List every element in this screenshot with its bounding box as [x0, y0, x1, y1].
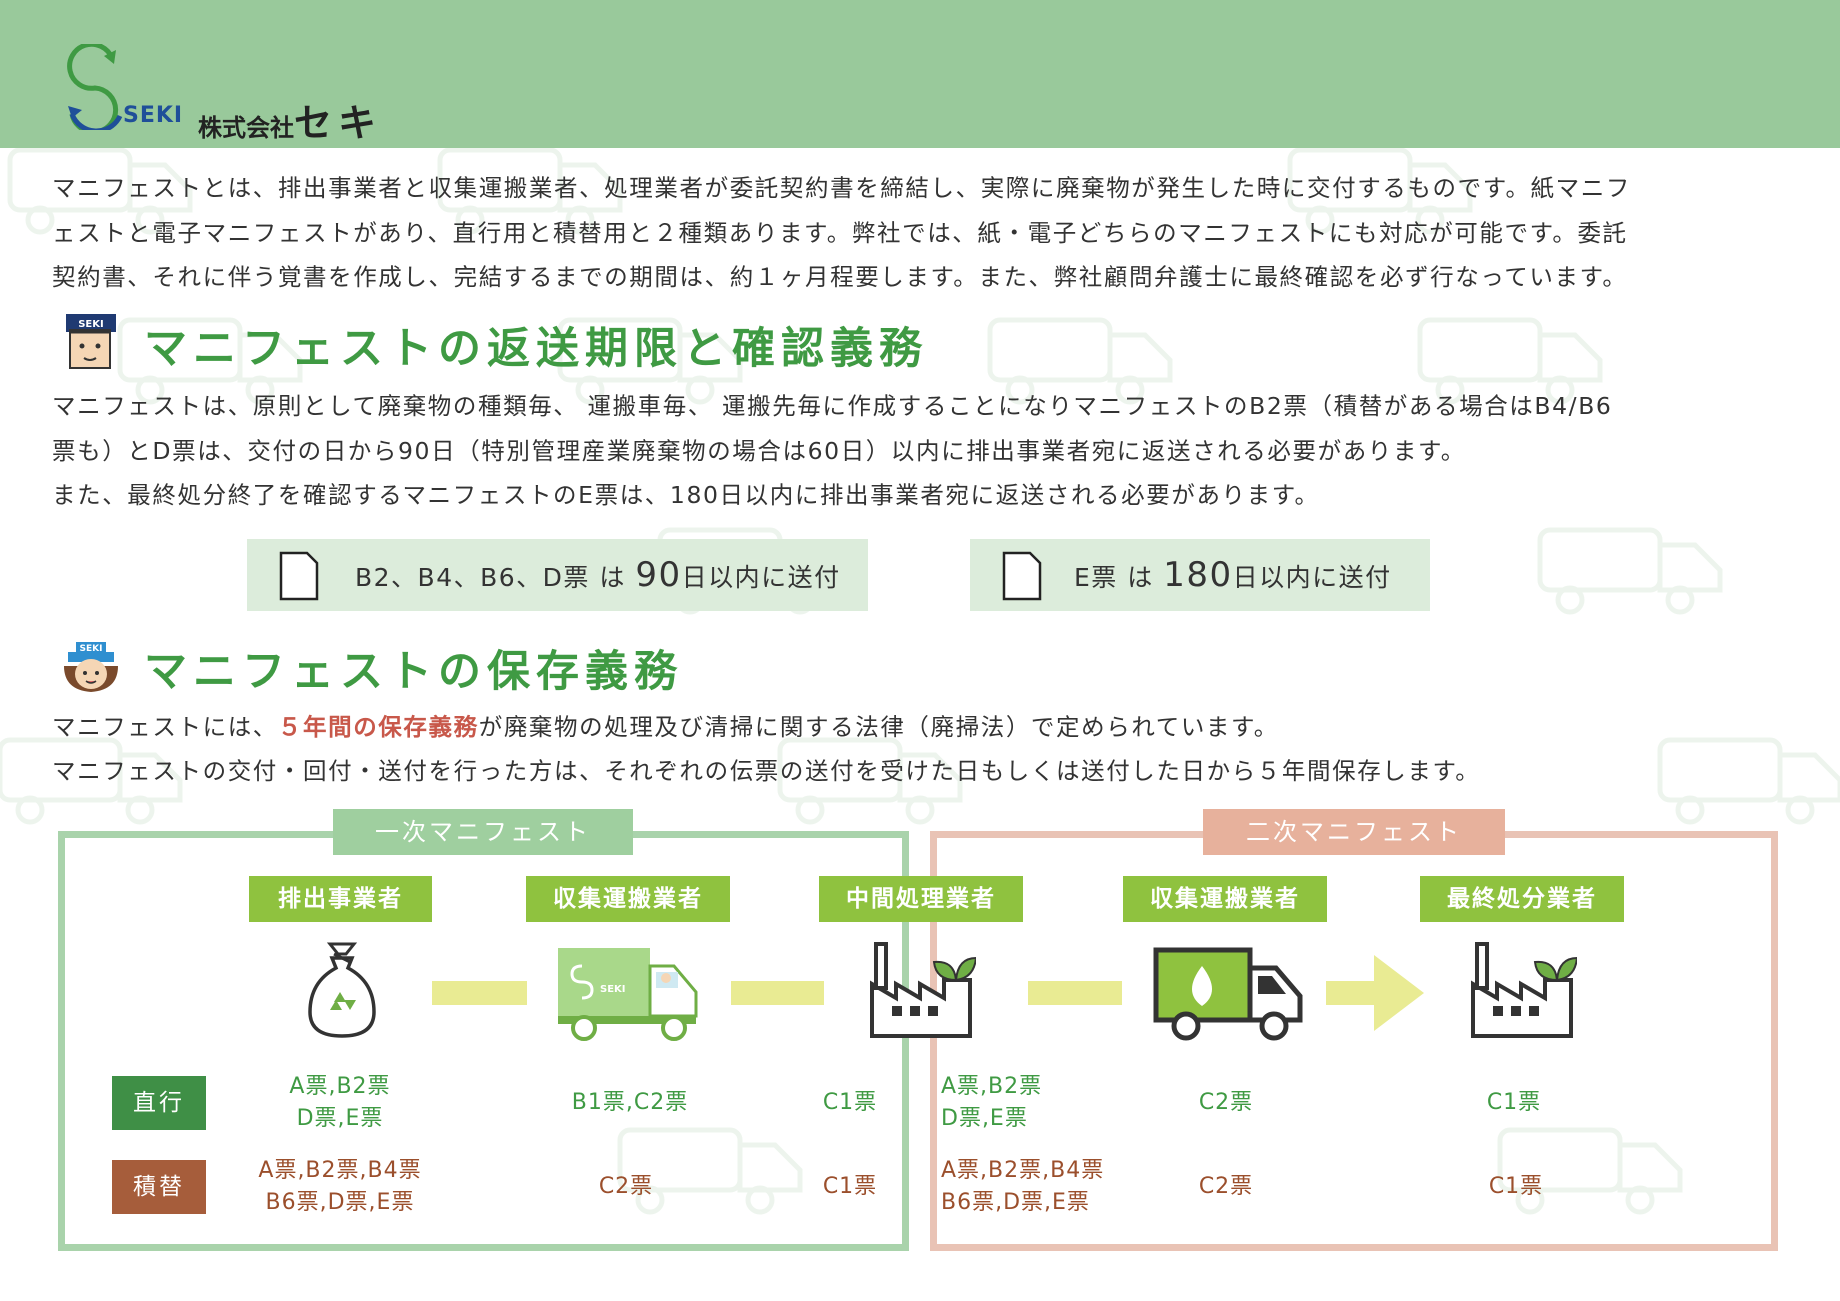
garbage-bag-icon: [308, 942, 376, 1038]
connector-bar: [731, 981, 824, 1005]
stage-label-intermediate: 中間処理業者: [819, 876, 1023, 922]
deadline-tag-text: E票 は 180日以内に送付: [1074, 555, 1392, 595]
direct-cell-secondary-generator: A票,B2票 D票,E票: [941, 1074, 1043, 1131]
transfer-cell-final: C1票: [1488, 1174, 1544, 1199]
section2-line1: マニフェストには、５年間の保存義務が廃棄物の処理及び清掃に関する法律（廃掃法）で…: [52, 713, 1279, 741]
deadline-tag-90: B2、B4、B6、D票 は 90日以内に送付: [247, 539, 868, 611]
arrow-right-icon: [1326, 955, 1424, 1031]
svg-text:SEKI: SEKI: [78, 319, 104, 330]
mascot-man-icon: SEKI: [66, 314, 116, 369]
svg-text:SEKI: SEKI: [80, 644, 103, 654]
transfer-cell-intermediate: C1票: [822, 1174, 878, 1199]
direct-cell-intermediate: C1票: [822, 1090, 878, 1115]
transfer-cell-generator: A票,B2票,B4票 B6票,D票,E票: [258, 1158, 422, 1215]
logo-s-icon: [67, 44, 123, 130]
transfer-cell-secondary-generator: A票,B2票,B4票 B6票,D票,E票: [941, 1158, 1105, 1215]
row-label-transfer: 積替: [112, 1160, 206, 1214]
deadline-tag-text: B2、B4、B6、D票 は 90日以内に送付: [355, 555, 841, 595]
connector-bar: [432, 981, 527, 1005]
retention-highlight: ５年間の保存義務: [277, 713, 479, 741]
factory-icon: [870, 942, 976, 1038]
stage-label-final: 最終処分業者: [1420, 876, 1624, 922]
company-main-name: セキ: [294, 101, 383, 145]
company-prefix: 株式会社: [198, 114, 294, 142]
company-name: 株式会社セキ: [198, 92, 382, 147]
svg-text:SEKI: SEKI: [600, 984, 626, 995]
factory-icon: [1471, 942, 1577, 1038]
mascot-woman-icon: SEKI: [64, 642, 118, 692]
section1-title: マニフェストの返送期限と確認義務: [144, 324, 928, 374]
direct-cell-collector-1: B1票,C2票: [571, 1090, 689, 1115]
document-icon: [279, 551, 319, 601]
connector-bar: [1028, 981, 1122, 1005]
direct-cell-final: C1票: [1486, 1090, 1542, 1115]
row-label-direct: 直行: [112, 1076, 206, 1130]
stage-label-collector-1: 収集運搬業者: [526, 876, 730, 922]
header-bar: SEKI 株式会社セキ: [0, 0, 1840, 148]
direct-cell-collector-2: C2票: [1198, 1090, 1254, 1115]
section1-body: マニフェストは、原則として廃棄物の種類毎、 運搬車毎、 運搬先毎に作成することに…: [52, 392, 1613, 509]
seki-truck-icon: SEKI: [558, 948, 698, 1041]
eco-truck-icon: [1153, 947, 1303, 1041]
direct-cell-generator: A票,B2票 D票,E票: [289, 1074, 391, 1131]
document-icon: [1002, 551, 1042, 601]
intro-paragraph: マニフェストとは、排出事業者と収集運搬業者、処理業者が委託契約書を締結し、実際に…: [52, 174, 1631, 291]
logo-text: SEKI: [123, 103, 184, 128]
section2-line2: マニフェストの交付・回付・送付を行った方は、それぞれの伝票の送付を受けた日もしく…: [52, 757, 1481, 785]
primary-label: 一次マニフェスト: [333, 809, 633, 855]
stage-label-collector-2: 収集運搬業者: [1123, 876, 1327, 922]
deadline-tag-180: E票 は 180日以内に送付: [970, 539, 1430, 611]
transfer-cell-collector-1: C2票: [598, 1174, 654, 1199]
stage-label-generator: 排出事業者: [249, 876, 432, 922]
section2-title: マニフェストの保存義務: [144, 647, 683, 697]
transfer-cell-collector-2: C2票: [1198, 1174, 1254, 1199]
secondary-label: 二次マニフェスト: [1203, 809, 1505, 855]
